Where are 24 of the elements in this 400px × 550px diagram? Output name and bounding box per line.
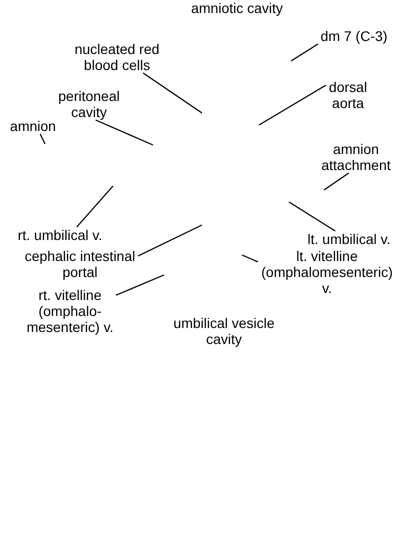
leader-line [290,44,318,62]
structure-label: rt. vitelline (omphalo-mesenteric) v. [24,287,116,335]
structure-label: lt. vitelline (omphalomesenteric) v. [258,248,396,296]
structure-label: amnion [9,118,57,134]
leader-line [288,202,336,232]
structure-label: peritoneal cavity [56,88,122,120]
leader-line [95,119,154,146]
structure-label: nucleated red blood cells [72,41,162,73]
leader-line [142,72,202,114]
leader-line [76,186,114,228]
leader-line [242,254,258,262]
region-label: umbilical vesicle cavity [172,315,276,347]
leader-line [324,172,350,190]
structure-label: rt. umbilical v. [16,227,104,243]
structure-label: cephalic intestinal portal [22,248,138,280]
region-label: amniotic cavity [190,0,284,16]
leader-line [40,134,46,144]
leader-line [258,84,326,126]
structure-label: lt. umbilical v. [306,231,392,247]
structure-label: dm 7 (C-3) [318,28,390,44]
leader-line [138,224,202,257]
structure-label: amnion attachment [320,141,392,173]
leader-line [116,274,164,296]
structure-label: dorsal aorta [326,79,370,111]
